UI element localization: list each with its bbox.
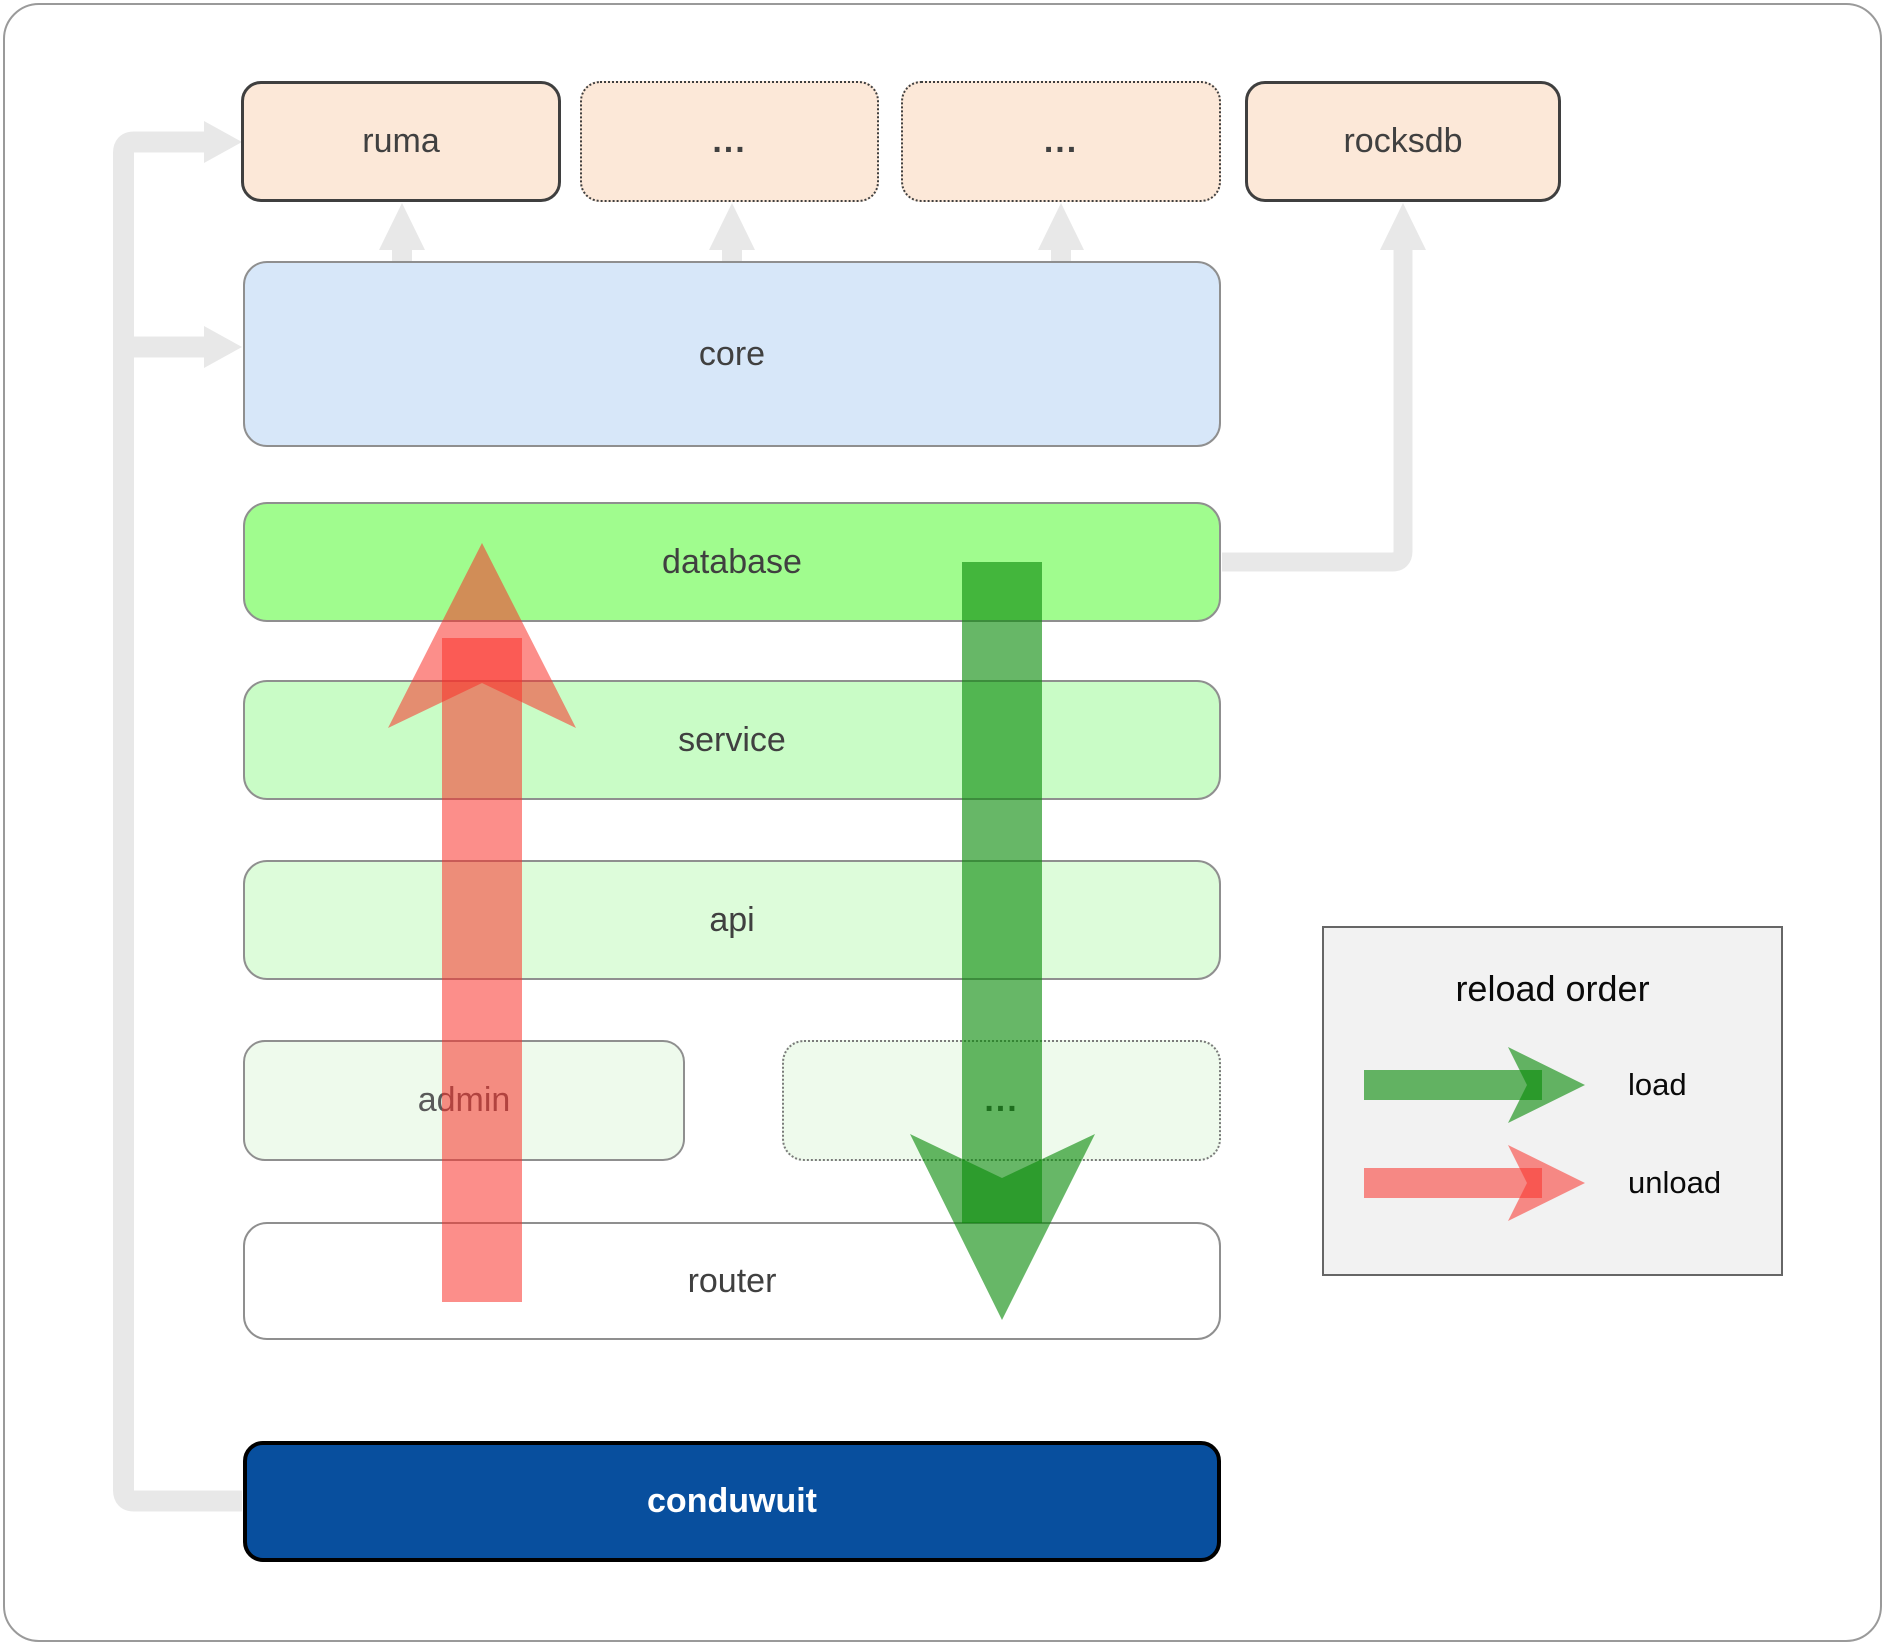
node-router: router: [243, 1222, 1221, 1340]
node-misc-crate-1: ...: [580, 81, 879, 202]
node-core: core: [243, 261, 1221, 447]
node-misc-service-label: ...: [984, 1081, 1019, 1119]
node-database-label: database: [662, 542, 802, 581]
node-core-label: core: [698, 334, 766, 373]
legend-unload-arrow-icon: [1364, 1145, 1585, 1221]
node-rocksdb: rocksdb: [1245, 81, 1561, 202]
node-misc-crate-2: ...: [901, 81, 1221, 202]
node-api: api: [243, 860, 1221, 980]
legend-load-arrowhead-icon: [1508, 1047, 1585, 1123]
legend-unload-label: unload: [1628, 1165, 1722, 1200]
node-admin-label: admin: [417, 1081, 511, 1119]
node-misc-crate-1-label: ...: [712, 122, 747, 160]
legend-load-label: load: [1628, 1067, 1687, 1102]
node-misc-service: ...: [782, 1040, 1221, 1161]
node-router-label: router: [687, 1261, 777, 1300]
legend-title: reload order: [1455, 968, 1650, 1009]
node-rocksdb-label: rocksdb: [1343, 122, 1463, 160]
node-service-label: service: [678, 720, 786, 759]
node-api-label: api: [709, 900, 755, 939]
node-database: database: [243, 502, 1221, 622]
legend-load-arrow-icon: [1364, 1047, 1585, 1123]
node-admin: admin: [243, 1040, 685, 1161]
legend-unload-arrowhead-icon: [1508, 1145, 1585, 1221]
node-conduwuit: conduwuit: [243, 1441, 1221, 1562]
node-ruma-label: ruma: [362, 122, 440, 160]
legend-load-arrow-shaft: [1364, 1070, 1542, 1100]
node-conduwuit-label: conduwuit: [647, 1482, 817, 1520]
node-misc-crate-2-label: ...: [1043, 122, 1079, 160]
diagram-canvas: [3, 3, 1882, 1642]
legend-unload-arrow-shaft: [1364, 1168, 1542, 1198]
node-service: service: [243, 680, 1221, 800]
legend-panel: reload order load unload: [1322, 926, 1783, 1276]
node-ruma: ruma: [241, 81, 561, 202]
